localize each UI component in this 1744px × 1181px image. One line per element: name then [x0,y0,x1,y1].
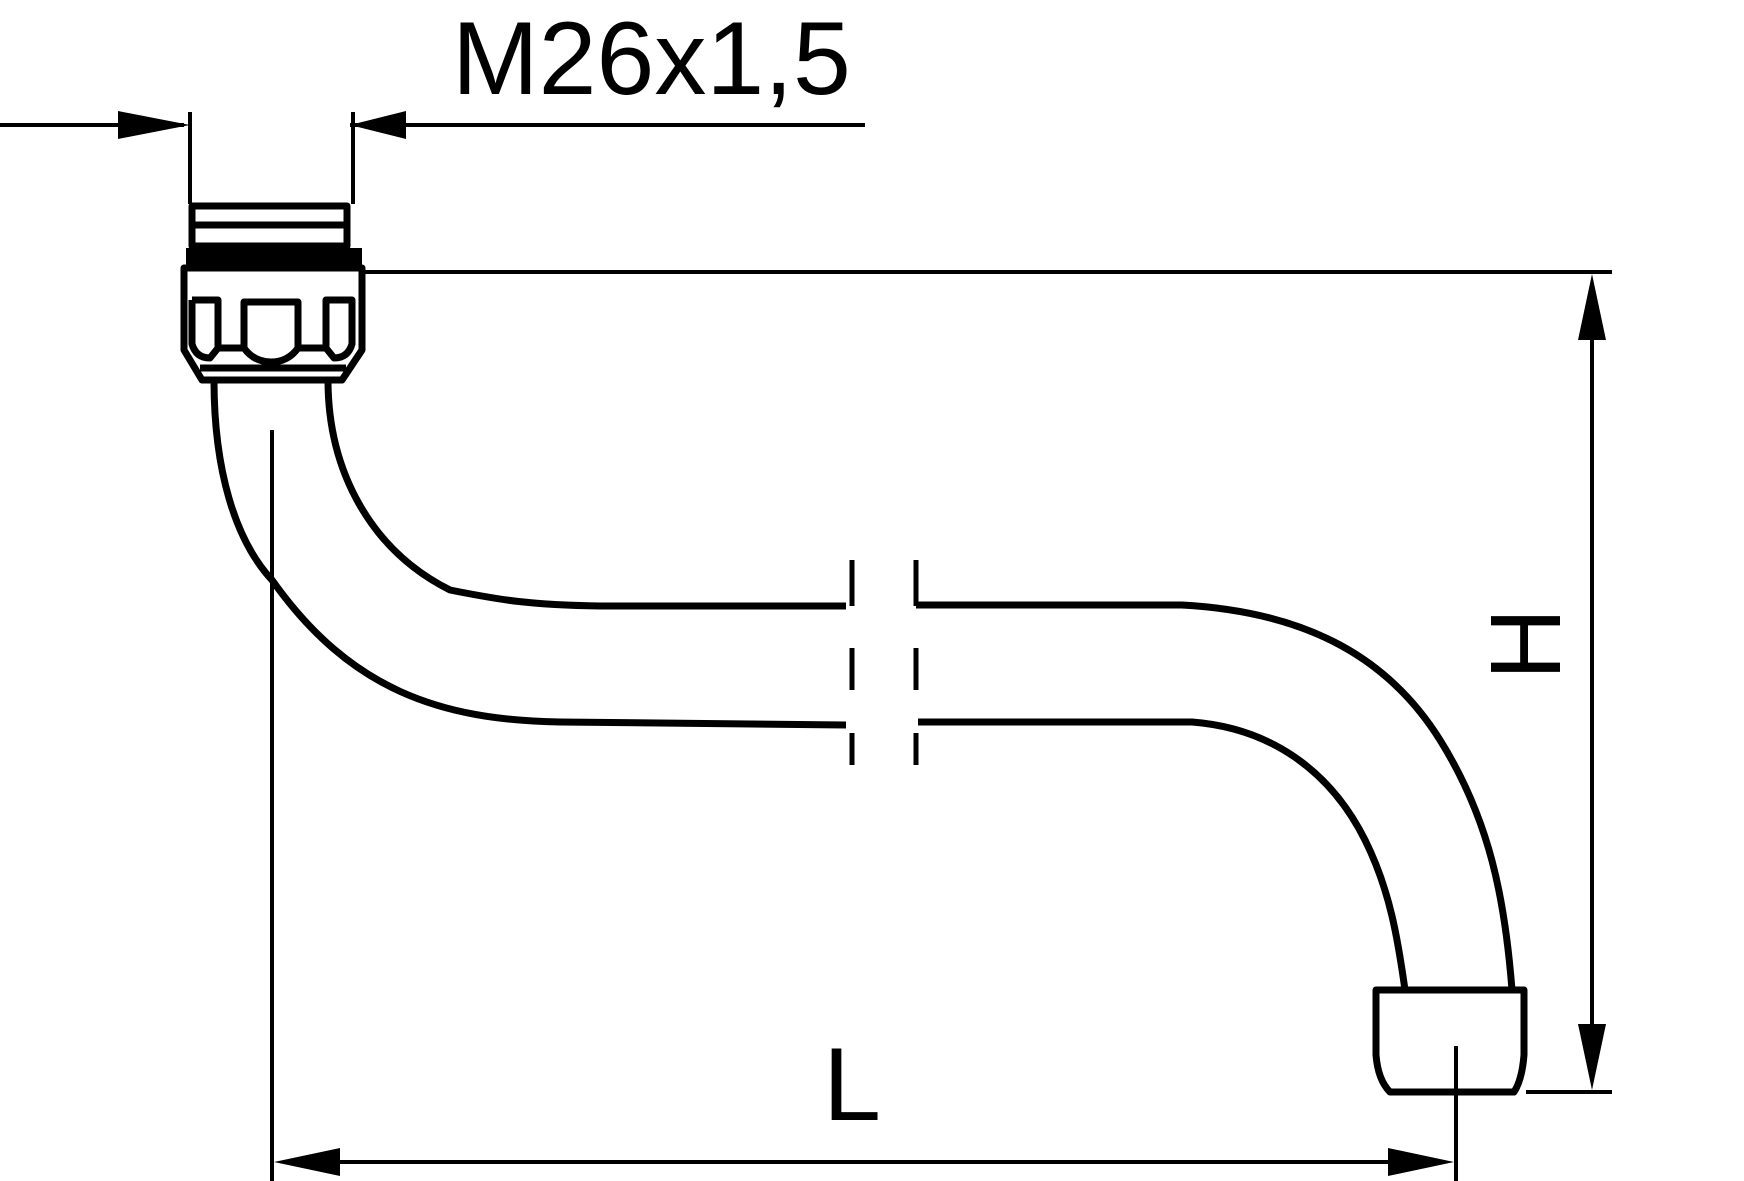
height-arrow-top [1578,274,1606,340]
thread-band [186,248,362,268]
length-label: L [823,1027,881,1143]
outlet-body [1372,986,1528,1096]
length-arrow-right [1388,1148,1454,1176]
length-arrow-left [274,1148,340,1176]
nut-flat-right [322,296,356,362]
thread-label: M26x1,5 [452,1,851,117]
nut-body [180,264,366,384]
thread-arrow-left [118,111,190,139]
height-label: H [1470,608,1582,680]
nut-flat-center [240,298,302,366]
pipe [210,379,1516,991]
thread-arrow-right [350,111,406,139]
height-arrow-bottom [1578,1024,1606,1090]
pipe-right-lower-wall [918,718,1409,991]
pipe-left-inner-wall [324,379,846,610]
connector-nut [180,202,366,384]
outlet [1372,986,1528,1096]
thread-dimension: M26x1,5 [0,1,865,204]
break-marks [849,560,919,765]
height-dimension: H [362,270,1612,1094]
nut-flat-left [188,296,222,362]
pipe-right-upper-wall [916,601,1516,991]
pipe-left-outer-wall [210,379,847,729]
length-dimension: L [270,430,1458,1181]
